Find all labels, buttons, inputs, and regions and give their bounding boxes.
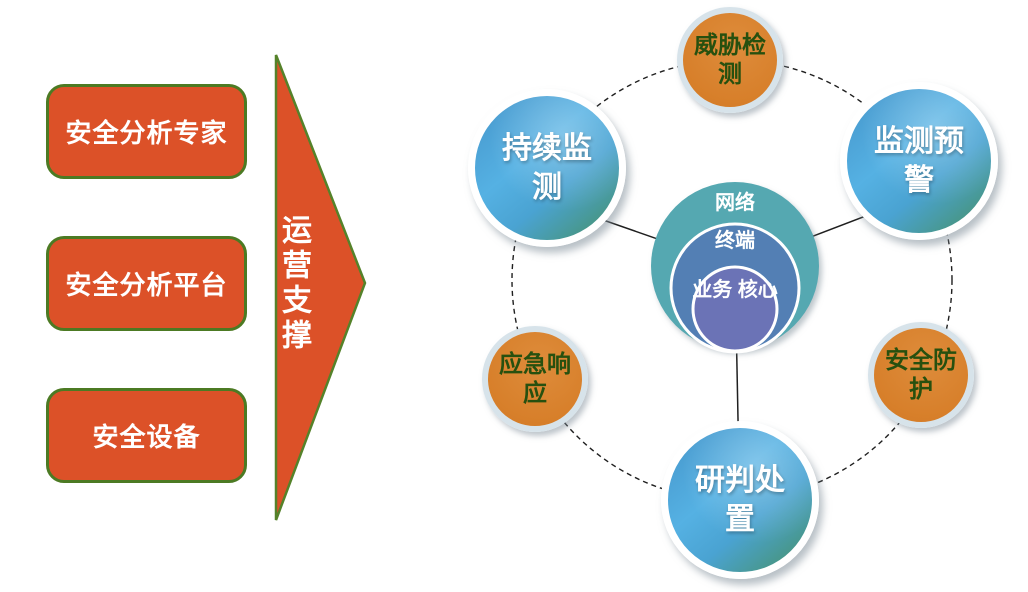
node-label-line1: 持续监 — [502, 132, 592, 165]
business-core-label: 业务 核心 — [675, 277, 795, 303]
operations-support-arrow — [274, 54, 367, 521]
node-continuous-monitoring: 持续监 测 — [468, 89, 626, 247]
business-core-label-line2: 核心 — [737, 279, 778, 301]
node-label-line1: 应急响 — [499, 350, 571, 378]
node-label-line2: 警 — [904, 164, 934, 197]
node-label-line2: 护 — [909, 376, 933, 403]
box-label: 安全分析专家 — [65, 118, 228, 148]
node-threat-detection: 威胁检 测 — [677, 7, 783, 113]
business-core-circle — [691, 265, 779, 353]
node-label-line2: 置 — [725, 503, 755, 536]
node-security-protection: 安全防 护 — [868, 322, 974, 428]
box-label: 安全分析平台 — [65, 270, 228, 300]
operations-support-label: 运营支撑 — [277, 214, 310, 354]
node-label-line1: 研判处 — [695, 464, 785, 497]
node-label-line1: 威胁检 — [694, 31, 766, 59]
box-security-analysis-platform: 安全分析平台 — [46, 236, 247, 331]
node-emergency-response: 应急响 应 — [482, 326, 588, 432]
box-security-analysis-expert: 安全分析专家 — [46, 84, 247, 179]
business-core-label-line1: 业务 — [692, 279, 733, 301]
terminal-label: 终端 — [715, 230, 755, 252]
node-label-line2: 应 — [523, 380, 547, 407]
box-label: 安全设备 — [92, 422, 201, 452]
network-label: 网络 — [715, 192, 755, 214]
node-label-line2: 测 — [532, 171, 562, 204]
node-label-line2: 测 — [718, 61, 742, 88]
box-security-device: 安全设备 — [46, 388, 247, 483]
node-monitoring-warning: 监测预 警 — [840, 82, 998, 240]
node-label-line1: 监测预 — [874, 125, 964, 158]
node-analysis-disposal: 研判处 置 — [661, 421, 819, 579]
node-label-line1: 安全防 — [885, 346, 957, 374]
